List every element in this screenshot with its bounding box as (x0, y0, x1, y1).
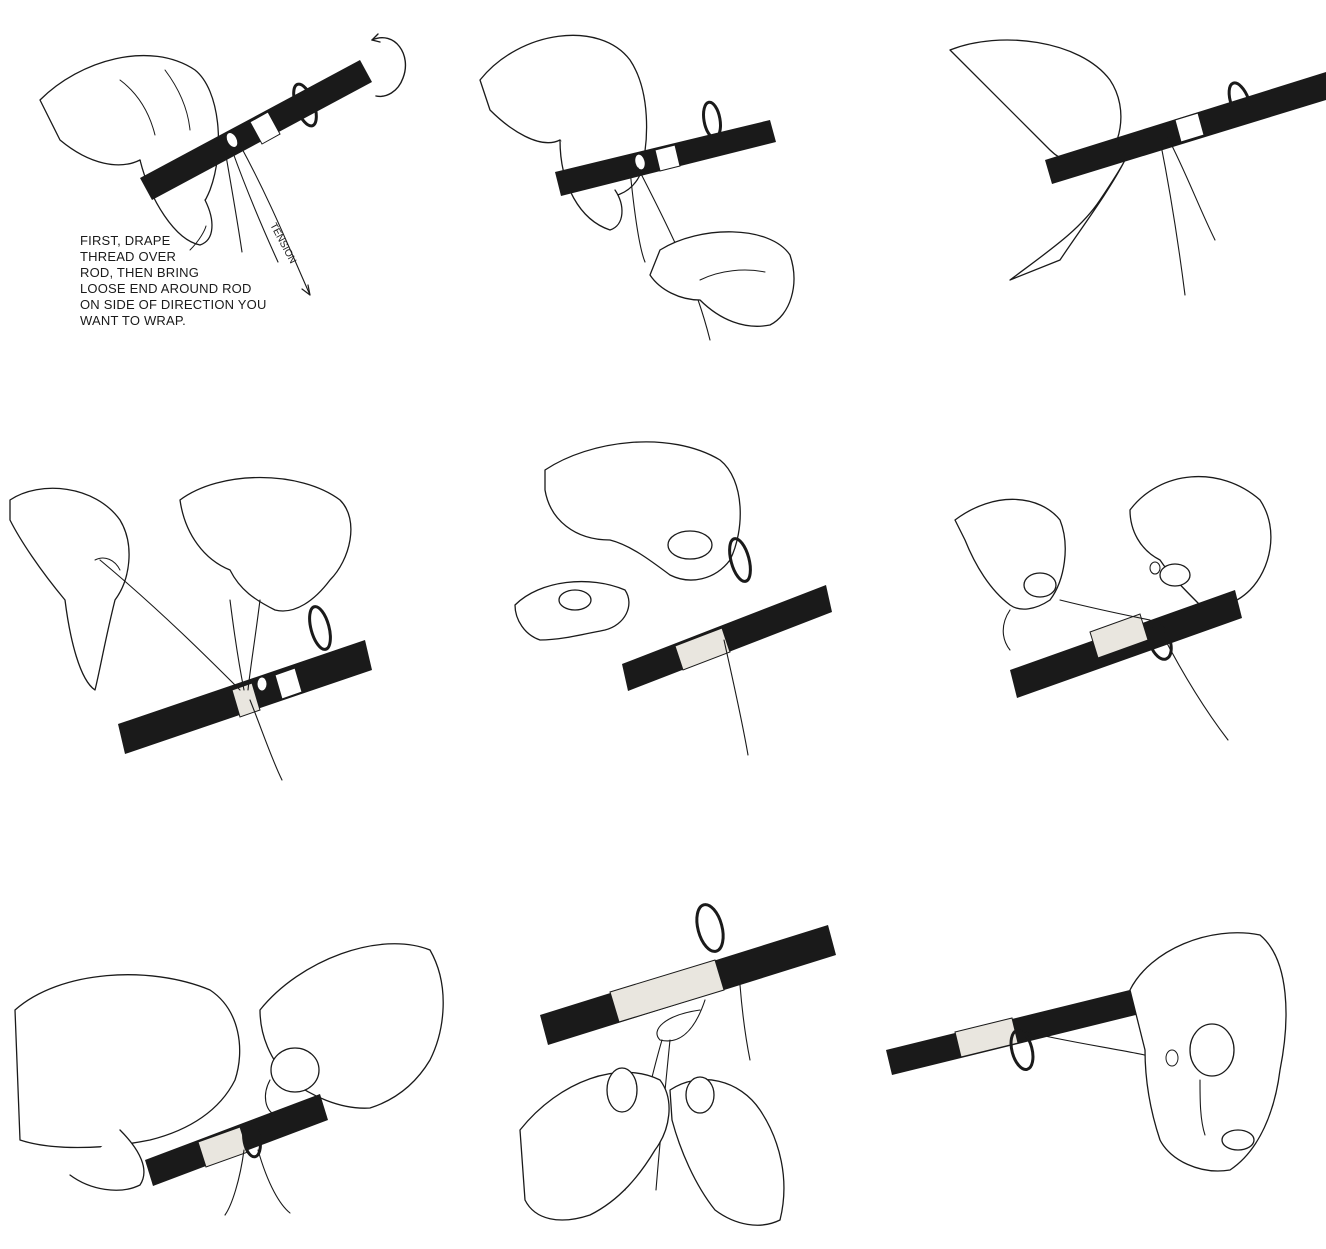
step-5-panel (515, 442, 832, 755)
left-hand (10, 488, 129, 690)
step-7-panel (15, 944, 443, 1215)
rod-guide (692, 902, 728, 955)
tension-label: TENSION (267, 221, 298, 265)
rod-guide (726, 536, 755, 583)
step-4-panel (10, 478, 372, 781)
rod-guide (306, 604, 335, 651)
thumb (668, 531, 712, 559)
left-hand (520, 1072, 669, 1220)
step-3-panel (950, 40, 1326, 295)
step-6-panel (955, 477, 1271, 740)
lower-hand (650, 232, 794, 326)
upper-hand (545, 442, 740, 580)
step-8-panel (520, 902, 836, 1225)
left-hand (15, 975, 240, 1148)
rotation-arrow (372, 38, 405, 97)
step-9-panel (886, 933, 1286, 1171)
loop-thread (230, 600, 244, 690)
right-hand (180, 478, 351, 611)
rod-guide (701, 101, 723, 139)
right-hand (1130, 477, 1271, 607)
step-2-panel (480, 35, 794, 340)
step-1-panel: TENSION FIRST, DRAPE THREAD OVER ROD, TH… (40, 34, 405, 328)
rod (622, 585, 832, 691)
